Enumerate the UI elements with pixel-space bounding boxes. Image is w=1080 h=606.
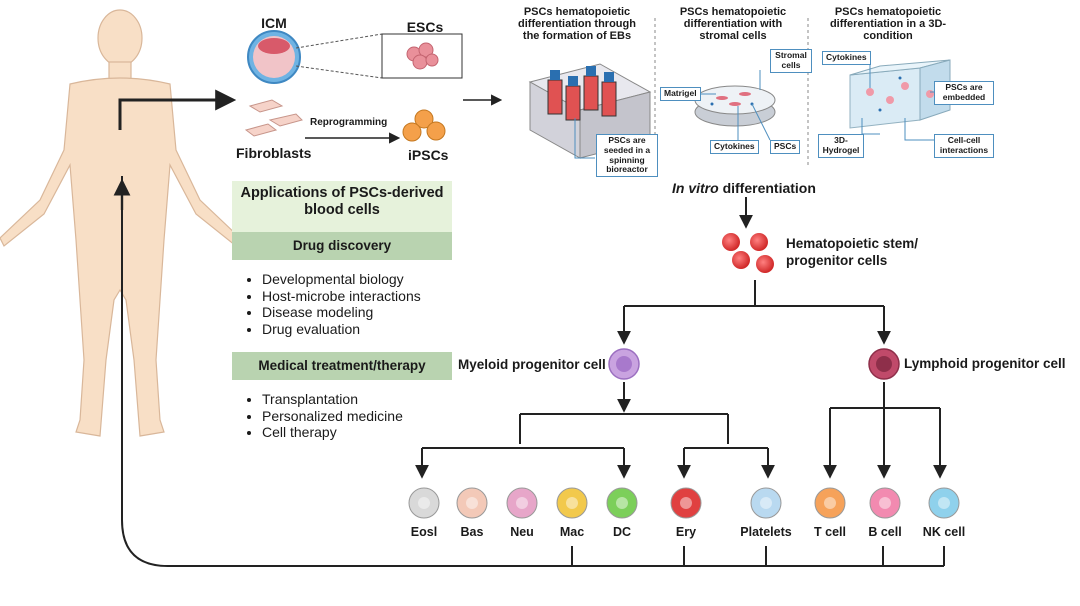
list-item: Developmental biology xyxy=(262,271,421,288)
list-item: Personalized medicine xyxy=(262,408,403,425)
lymphoid-progenitor-label: Lymphoid progenitor cell xyxy=(904,356,1066,371)
cell-label: Bas xyxy=(460,525,484,539)
myeloid-progenitor-label: Myeloid progenitor cell xyxy=(458,357,606,372)
cell-label: Neu xyxy=(510,525,534,539)
b-cell-cell-icon xyxy=(869,487,901,519)
callout-cell-cell-interactions: Cell-cell interactions xyxy=(934,134,994,158)
petri-dish-icon xyxy=(694,85,776,127)
cell-label: NK cell xyxy=(922,525,966,539)
cell-label: Mac xyxy=(559,525,585,539)
return-arrow xyxy=(121,176,945,567)
cell-label: T cell xyxy=(814,525,846,539)
cells-layer xyxy=(408,487,960,519)
lymphoid-progenitor-icon xyxy=(868,348,900,380)
platelets-cell-icon xyxy=(750,487,782,519)
t-cell-cell-icon xyxy=(814,487,846,519)
list-item: Disease modeling xyxy=(262,304,421,321)
escs-cluster-icon xyxy=(406,42,439,70)
neu-cell-icon xyxy=(506,487,538,519)
ipscs-icon xyxy=(402,109,446,142)
list-item: Cell therapy xyxy=(262,424,403,441)
callout-cytokines-3d: Cytokines xyxy=(822,51,871,65)
cell-label: DC xyxy=(612,525,632,539)
reprogramming-label: Reprogramming xyxy=(310,117,388,128)
bas-cell-icon xyxy=(456,487,488,519)
callout-spinning-bioreactor: PSCs are seeded in a spinning bioreactor xyxy=(596,134,658,178)
myeloid-progenitor-icon xyxy=(608,348,640,380)
cell-label: Ery xyxy=(675,525,697,539)
method-3d-title: PSCs hematopoietic differentiation in a … xyxy=(829,6,947,43)
cell-label: Platelets xyxy=(740,525,792,539)
method-stromal-title: PSCs hematopoietic differentiation with … xyxy=(679,6,787,43)
fibroblasts-icon xyxy=(244,99,303,137)
fibroblasts-label: Fibroblasts xyxy=(236,145,312,161)
hspc-cluster-icon xyxy=(722,233,774,273)
in-vitro-differentiation-label: In vitro differentiation xyxy=(672,180,816,196)
human-body-icon xyxy=(0,9,241,437)
hspc-label: Hematopoietic stem/ progenitor cells xyxy=(786,236,919,268)
icm-blastocyst-icon xyxy=(247,30,301,84)
escs-label: ESCs xyxy=(406,19,444,35)
list-item: Drug evaluation xyxy=(262,321,421,338)
nk-cell-cell-icon xyxy=(928,487,960,519)
callout-matrigel: Matrigel xyxy=(660,87,701,101)
applications-title: Applications of PSCs-derived blood cells xyxy=(240,185,444,219)
eosl-cell-icon xyxy=(408,487,440,519)
callout-3d-hydrogel: 3D-Hydrogel xyxy=(818,134,864,158)
drug-discovery-heading: Drug discovery xyxy=(232,232,452,260)
medical-treatment-heading: Medical treatment/therapy xyxy=(232,352,452,380)
icm-label: ICM xyxy=(261,15,287,31)
cell-label: B cell xyxy=(868,525,902,539)
list-item: Host-microbe interactions xyxy=(262,288,421,305)
applications-panel xyxy=(232,181,452,233)
mac-cell-icon xyxy=(556,487,588,519)
ery-cell-icon xyxy=(670,487,702,519)
method-ebs-title: PSCs hematopoietic differentiation throu… xyxy=(518,6,636,43)
callout-stromal-cells: Stromal cells xyxy=(770,49,812,73)
dc-cell-icon xyxy=(606,487,638,519)
callout-cytokines-stromal: Cytokines xyxy=(710,140,759,154)
ipscs-label: iPSCs xyxy=(408,147,449,163)
callout-pscs-embedded: PSCs are embedded xyxy=(934,81,994,105)
callout-pscs: PSCs xyxy=(770,140,801,154)
drug-discovery-list: Developmental biology Host-microbe inter… xyxy=(246,271,421,337)
list-item: Transplantation xyxy=(262,391,403,408)
medical-treatment-list: Transplantation Personalized medicine Ce… xyxy=(246,391,403,441)
cell-label: Eosl xyxy=(410,525,438,539)
